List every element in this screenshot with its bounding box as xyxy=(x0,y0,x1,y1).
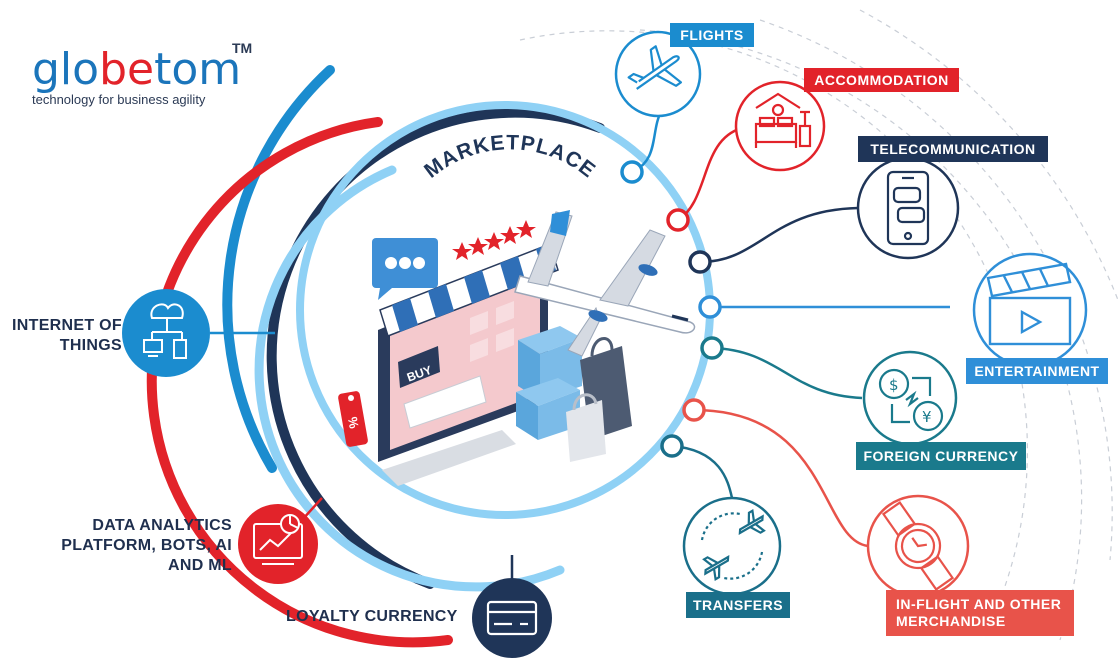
transfers-tag: TRANSFERS xyxy=(686,592,790,618)
screen-panels xyxy=(470,301,514,362)
telecom-connector xyxy=(699,206,859,264)
svg-text:¥: ¥ xyxy=(922,408,932,426)
transfer-planes-icon xyxy=(700,508,766,582)
keyboard xyxy=(382,430,516,486)
accommodation-connector xyxy=(677,126,743,222)
data-analytics-label: DATA ANALYTICS PLATFORM, BOTS, AI AND ML xyxy=(61,517,232,574)
loyalty-currency-label: LOYALTY CURRENCY xyxy=(286,608,458,625)
shop-illustration: BUY xyxy=(338,210,696,486)
discount-tag: % xyxy=(338,391,368,447)
hotel-bed-icon xyxy=(754,92,812,148)
telecommunication-tag: TELECOMMUNICATION xyxy=(858,136,1048,162)
cloud-devices-icon xyxy=(143,303,187,359)
credit-card-icon xyxy=(486,600,538,636)
airplane-icon xyxy=(627,45,683,90)
inflight-tag: IN-FLIGHT AND OTHER MERCHANDISE xyxy=(886,590,1074,636)
analytics-dashboard-icon xyxy=(253,514,303,565)
logo-wordmark: globetom xyxy=(32,44,242,95)
inflight-icon-circle xyxy=(866,494,970,598)
inflight-tag-line1: IN-FLIGHT AND OTHER xyxy=(896,596,1062,612)
flights-node xyxy=(620,160,644,184)
currency-node xyxy=(700,336,724,360)
loyalty-icon-circle xyxy=(472,578,552,658)
clapperboard-icon xyxy=(986,262,1072,346)
currency-icon-circle: $ ¥ xyxy=(862,350,958,446)
marketplace-title: MARKETPLACE xyxy=(420,131,600,183)
transfers-node xyxy=(660,434,684,458)
chat-bubble-icon xyxy=(372,238,438,300)
outer-arc-blue xyxy=(222,65,335,473)
currency-exchange-icon: $ ¥ xyxy=(878,368,944,432)
inflight-connector xyxy=(693,408,869,548)
watch-icon xyxy=(881,501,955,591)
telecom-node xyxy=(688,250,712,274)
iot-label: INTERNET OF THINGS xyxy=(12,317,122,354)
accommodation-icon-circle xyxy=(734,80,826,172)
trademark-mark: TM xyxy=(232,40,253,56)
entertainment-icon-circle xyxy=(972,252,1088,368)
flights-tag: FLIGHTS xyxy=(670,23,754,47)
rating-stars-icon xyxy=(452,220,536,260)
smartphone-chat-icon xyxy=(886,170,930,246)
svg-text:%: % xyxy=(345,416,362,430)
outer-arc-red xyxy=(146,117,453,648)
telecom-icon-circle xyxy=(856,156,960,260)
transfers-icon-circle xyxy=(682,496,782,596)
transfers-connector xyxy=(671,444,734,499)
airplane-illustration xyxy=(514,210,696,357)
outer-arc-lightblue xyxy=(254,165,565,592)
iot-icon-circle xyxy=(122,289,210,377)
accommodation-tag: ACCOMMODATION xyxy=(804,68,959,92)
entertainment-node xyxy=(698,295,722,319)
payment-card xyxy=(403,375,487,429)
data-icon-circle xyxy=(238,504,318,584)
shopping-bag-light xyxy=(566,400,606,462)
shop-awning xyxy=(379,243,559,337)
inflight-node xyxy=(682,398,706,422)
accommodation-node xyxy=(666,208,690,232)
flights-icon-circle xyxy=(614,30,702,118)
svg-text:$: $ xyxy=(889,376,899,394)
entertainment-tag: ENTERTAINMENT xyxy=(966,358,1108,384)
inflight-tag-line2: MERCHANDISE xyxy=(896,613,1006,629)
logo-tagline: technology for business agility xyxy=(32,92,206,107)
foreign-currency-tag: FOREIGN CURRENCY xyxy=(856,442,1026,470)
currency-connector xyxy=(711,346,863,400)
globetom-logo: globetom TM technology for business agil… xyxy=(32,40,272,126)
